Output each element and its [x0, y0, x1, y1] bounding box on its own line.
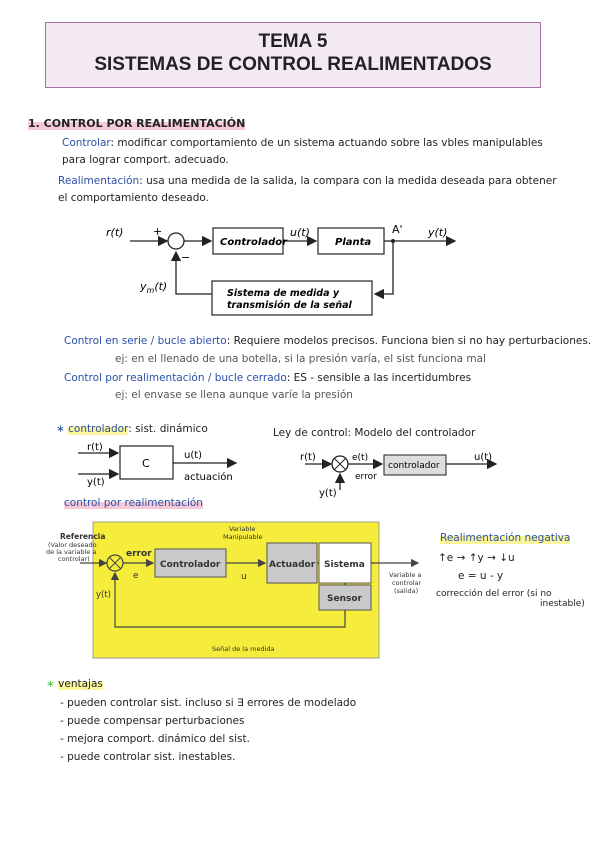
- open-loop-example: ej: en el llenado de una botella, si la …: [115, 353, 486, 365]
- negative-line-4: inestable): [540, 599, 585, 609]
- control-term: Controlar: [62, 137, 111, 149]
- d1-sensor-label-1: Sistema de medida y: [227, 288, 340, 299]
- cl-controller-block: [383, 454, 447, 476]
- fb-measure-line: [110, 571, 346, 628]
- fb-out-2: controlar: [392, 579, 422, 587]
- advantage-item: - puede compensar perturbaciones: [60, 715, 245, 727]
- d1-ym-base: y: [139, 280, 147, 293]
- fb-e-label: e: [133, 571, 139, 581]
- fb-ref-2: (Valor deseado: [48, 541, 97, 549]
- fb-measure-label: Señal de la medida: [212, 645, 275, 653]
- controller-bullet: ∗: [56, 423, 69, 435]
- feedback-title: control por realimentación: [64, 497, 203, 509]
- fb-junction-cross-2: [109, 557, 121, 569]
- control-law-heading: Ley de control: Modelo del controlador: [273, 427, 476, 439]
- realim-def-1: : usa una medida de la salida, la compar…: [139, 175, 557, 187]
- title-line-2: SISTEMAS DE CONTROL REALIMENTADOS: [94, 54, 492, 75]
- controller-heading: ∗ controlador: sist. dinámico: [56, 423, 208, 435]
- realim-term: Realimentación: [58, 175, 140, 187]
- cl-y-label: y(t): [319, 488, 337, 499]
- fb-sensor-block: [318, 584, 372, 611]
- advantage-item: - mejora comport. dinámico del sist.: [60, 733, 250, 745]
- control-def-1: : modificar comportamiento de un sistema…: [110, 137, 543, 149]
- control-definition: Controlar: modificar comportamiento de u…: [62, 137, 543, 149]
- closed-loop-line: Control por realimentación / bucle cerra…: [64, 372, 471, 384]
- d1-y-label: y(t): [427, 226, 447, 239]
- d1-plant-label: Planta: [335, 237, 371, 248]
- cl-e-label: e(t): [352, 453, 368, 463]
- fb-out-3: (salida): [394, 587, 418, 595]
- d1-controller-label: Controlador: [220, 237, 288, 248]
- title-box: TEMA 5 SISTEMAS DE CONTROL REALIMENTADOS: [45, 22, 541, 88]
- fb-var-1: Variable: [229, 525, 255, 533]
- control-def-2: para lograr comport. adecuado.: [62, 154, 229, 166]
- summing-junction: [167, 232, 185, 250]
- d1-minus: −: [181, 251, 190, 264]
- cl-junction-cross-2: [334, 458, 346, 470]
- cb-act-label: actuación: [184, 471, 233, 483]
- d1-ym-sub: m: [147, 286, 155, 295]
- cb-r-label: r(t): [87, 442, 103, 453]
- advantages-bullet: ∗: [46, 678, 59, 690]
- open-loop-line: Control en serie / bucle abierto: Requie…: [64, 335, 591, 347]
- fb-ref-4: controlar): [58, 555, 90, 563]
- controller-desc: : sist. dinámico: [128, 423, 208, 435]
- advantages-title-text: ventajas: [58, 678, 103, 690]
- fb-system-label: Sistema: [324, 560, 365, 570]
- fb-u-label: u: [241, 572, 247, 582]
- cl-u-label: u(t): [474, 452, 492, 463]
- fb-out-1: Variable a: [389, 571, 421, 579]
- d1-r-label: r(t): [106, 226, 123, 239]
- d1-ym-suffix: (t): [154, 280, 167, 293]
- section-heading-text: 1. CONTROL POR REALIMENTACIÓN: [28, 117, 246, 130]
- cb-c-label: C: [142, 457, 150, 470]
- fb-actuator-block: [266, 542, 318, 584]
- sensor-block: [211, 280, 373, 316]
- d1-a-label: A': [392, 223, 403, 236]
- realim-def-2: el comportamiento deseado.: [58, 192, 209, 204]
- feedback-line-2: [170, 250, 212, 295]
- fb-actuator-label: Actuador: [269, 560, 316, 570]
- advantage-item: - pueden controlar sist. incluso si ∃ er…: [60, 697, 357, 709]
- fb-var-2: Manipulable: [223, 533, 262, 541]
- cl-box-label: controlador: [388, 461, 440, 471]
- negative-title: Realimentación negativa: [440, 532, 571, 544]
- d1-ym-label: ym(t): [139, 280, 167, 295]
- cb-c-block: [119, 445, 174, 480]
- cb-y-label: y(t): [87, 477, 105, 488]
- fb-ref-3: de la variable a: [46, 548, 96, 556]
- advantage-item: - puede controlar sist. inestables.: [60, 751, 236, 763]
- d1-plus: +: [153, 225, 162, 238]
- d1-u-label: u(t): [290, 226, 310, 239]
- realim-definition: Realimentación: usa una medida de la sal…: [58, 175, 557, 187]
- open-loop-term: Control en serie / bucle abierto: [64, 335, 227, 347]
- cb-u-label: u(t): [184, 450, 202, 461]
- negative-line-3: corrección del error (si no: [436, 589, 552, 599]
- cl-r-label: r(t): [300, 452, 316, 463]
- feedback-line-1: [373, 241, 394, 300]
- advantages-title: ∗ ventajas: [46, 678, 103, 690]
- negative-line-2: e = u - y: [458, 570, 504, 582]
- negative-line-1: ↑e → ↑y → ↓u: [438, 552, 515, 564]
- title-line-1: TEMA 5: [258, 31, 328, 52]
- section-heading: 1. CONTROL POR REALIMENTACIÓN: [28, 117, 246, 130]
- closed-loop-example: ej: el envase se llena aunque varíe la p…: [115, 389, 353, 401]
- cl-err-label: error: [355, 472, 377, 482]
- closed-loop-term: Control por realimentación / bucle cerra…: [64, 372, 287, 384]
- fb-sensor-label: Sensor: [327, 594, 363, 604]
- closed-loop-desc: : ES - sensible a las incertidumbres: [286, 372, 472, 384]
- controller-block: [212, 227, 284, 255]
- controller-label: controlador: [68, 423, 129, 435]
- fb-ref-1: Referencia: [60, 532, 105, 541]
- fb-controller-label: Controlador: [160, 560, 221, 570]
- d1-sensor-label-2: transmisión de la señal: [227, 300, 353, 311]
- feedback-title-text: control por realimentación: [64, 497, 203, 509]
- negative-title-text: Realimentación negativa: [440, 532, 571, 544]
- fb-error-label: error: [126, 549, 152, 559]
- fb-y-label: y(t): [96, 590, 111, 600]
- open-loop-desc: : Requiere modelos precisos. Funciona bi…: [226, 335, 592, 347]
